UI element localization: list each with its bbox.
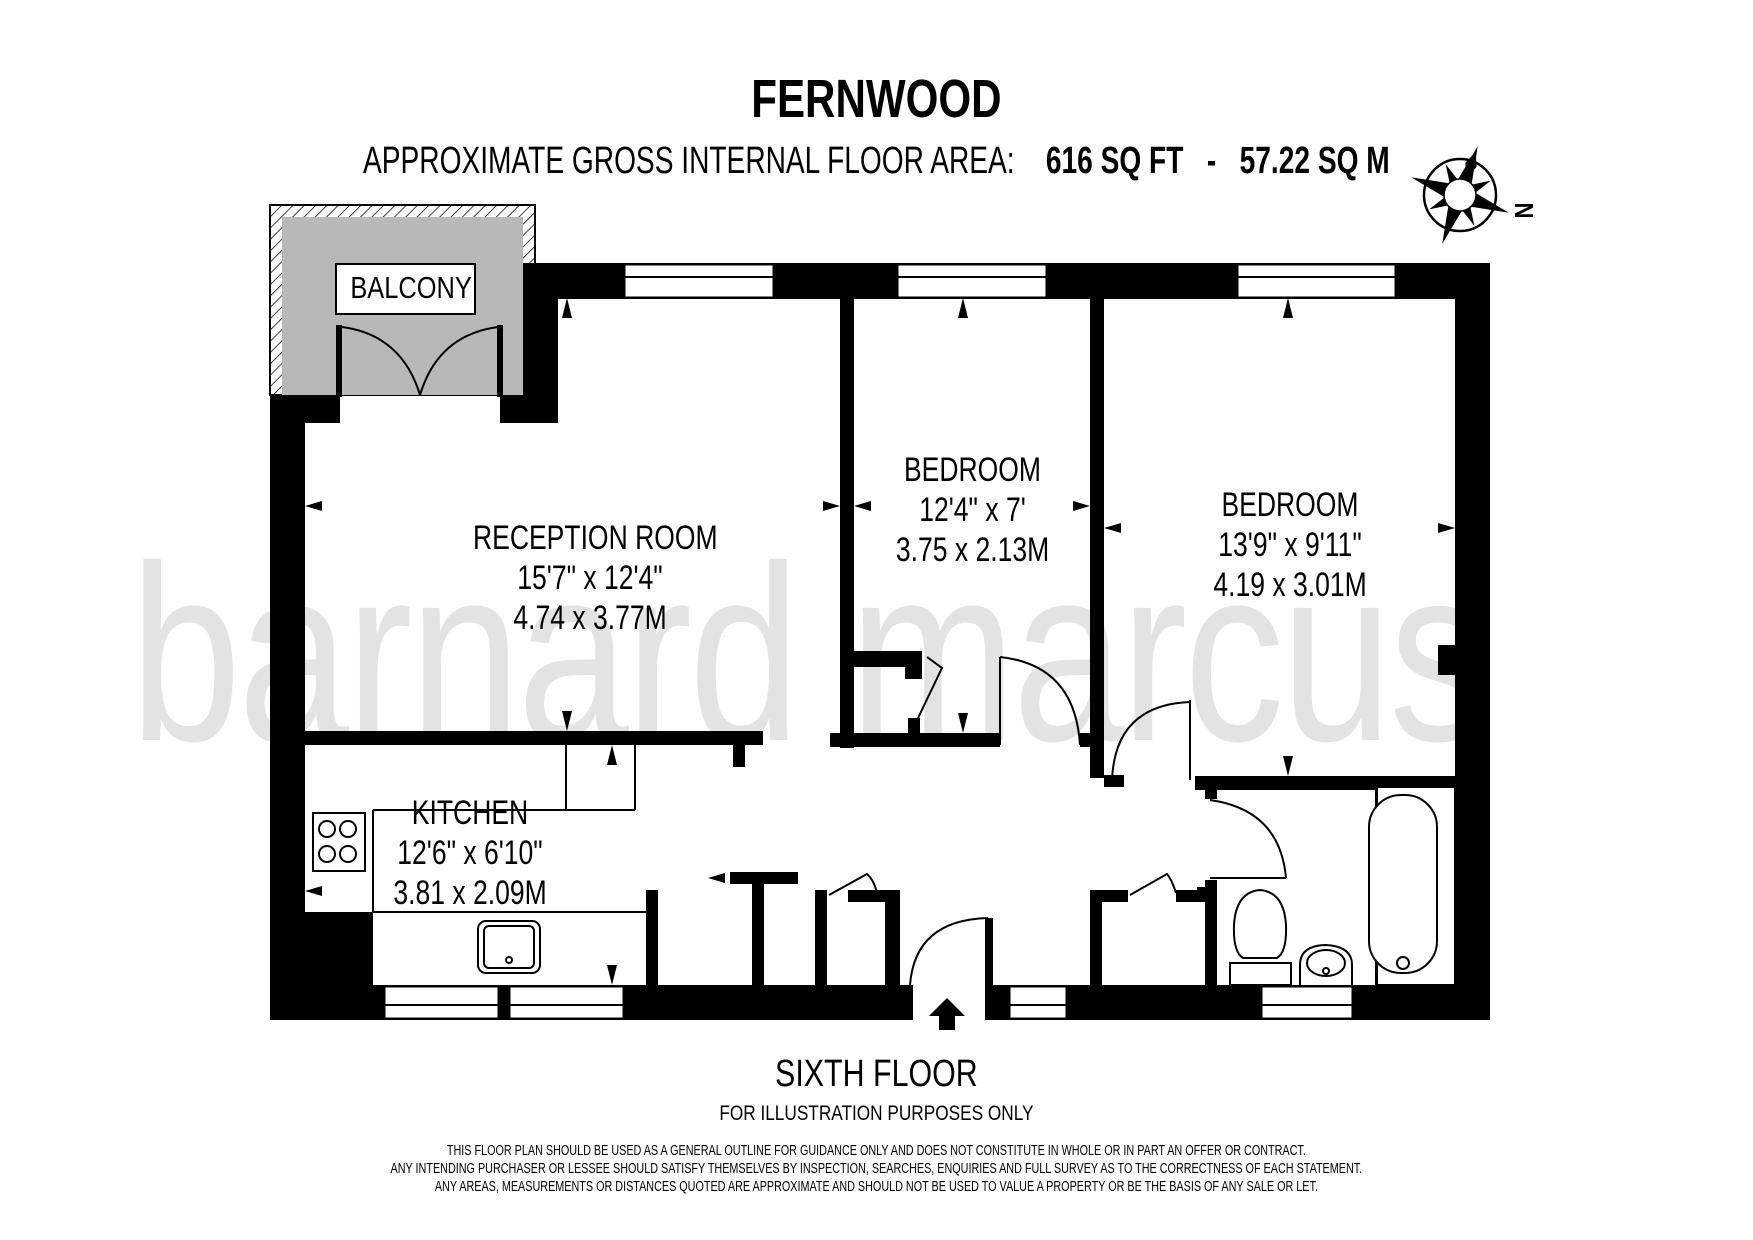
measurement-markers	[305, 298, 1455, 1030]
compass-rose-icon	[1411, 146, 1509, 244]
property-title: FERNWOOD	[751, 69, 1002, 129]
floor-area-sqm: 57.22 SQ M	[1239, 140, 1390, 182]
watermark-logo: barnard marcus	[130, 514, 1489, 793]
floor-area-sqft: 616 SQ FT	[1045, 140, 1184, 182]
north-label: N	[1508, 202, 1539, 219]
room-dimensions-metric: 3.75 x 2.13M	[895, 531, 1050, 569]
room-dimensions-imperial: 15'7" x 12'4"	[517, 559, 663, 597]
floor-name: SIXTH FLOOR	[775, 1053, 978, 1095]
floor-area-label: APPROXIMATE GROSS INTERNAL FLOOR AREA:	[363, 140, 1015, 182]
bathroom-fittings	[1229, 786, 1456, 986]
disclaimer-line: ANY AREAS, MEASUREMENTS OR DISTANCES QUO…	[434, 1178, 1318, 1195]
room-name: BEDROOM	[1221, 486, 1359, 524]
room-label-balcony: BALCONY	[335, 263, 476, 315]
room-name: BEDROOM	[903, 451, 1042, 489]
top-windows	[624, 264, 1396, 298]
floor-area-line: APPROXIMATE GROSS INTERNAL FLOOR AREA: 6…	[228, 140, 1525, 183]
kitchen-fittings	[312, 745, 646, 974]
room-label-reception: RECEPTION ROOM 15'7" x 12'4" 4.74 x 3.77…	[440, 518, 740, 638]
room-dimensions-metric: 4.19 x 3.01M	[1213, 566, 1367, 604]
room-label-bedroom-1: BEDROOM 12'4" x 7' 3.75 x 2.13M	[855, 450, 1090, 570]
floor-area-separator: -	[1206, 140, 1217, 182]
entrance-arrow-icon	[929, 998, 965, 1030]
room-label-kitchen: KITCHEN 12'6" x 6'10" 3.81 x 2.09M	[370, 793, 570, 913]
room-dimensions-metric: 4.74 x 3.77M	[513, 599, 667, 637]
bottom-windows	[384, 986, 1353, 1019]
door-swings	[828, 656, 1287, 986]
room-name: KITCHEN	[411, 794, 529, 832]
disclaimer-line: THIS FLOOR PLAN SHOULD BE USED AS A GENE…	[446, 1142, 1306, 1159]
disclaimer-line: ANY INTENDING PURCHASER OR LESSEE SHOULD…	[390, 1160, 1363, 1177]
illustration-note: FOR ILLUSTRATION PURPOSES ONLY	[719, 1102, 1034, 1125]
room-dimensions-imperial: 12'4" x 7'	[919, 491, 1026, 529]
room-dimensions-imperial: 13'9" x 9'11"	[1218, 526, 1362, 564]
disclaimer: THIS FLOOR PLAN SHOULD BE USED AS A GENE…	[245, 1142, 1507, 1196]
room-name: RECEPTION ROOM	[473, 519, 718, 557]
room-label-bedroom-2: BEDROOM 13'9" x 9'11" 4.19 x 3.01M	[1170, 485, 1410, 605]
room-dimensions-metric: 3.81 x 2.09M	[393, 874, 547, 912]
room-dimensions-imperial: 12'6" x 6'10"	[397, 834, 543, 872]
